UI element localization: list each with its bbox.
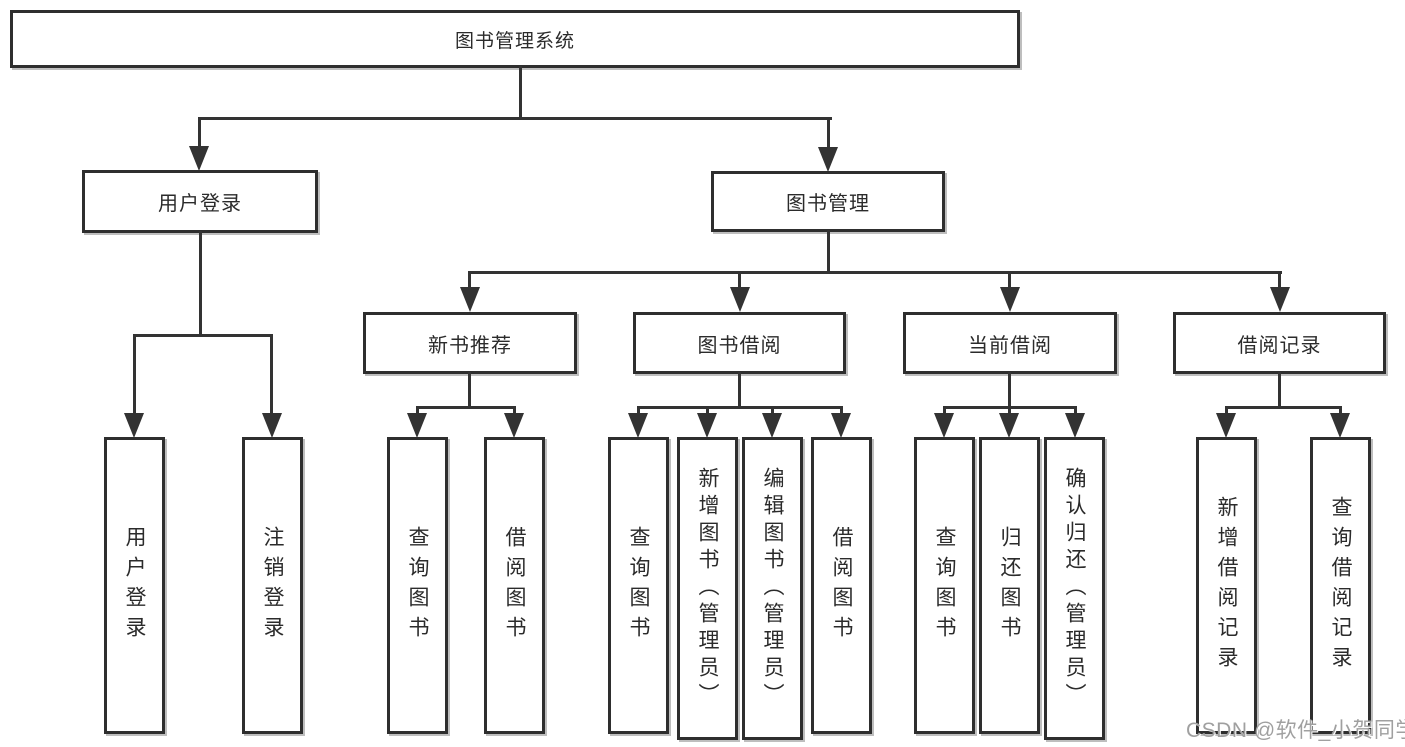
leaf-confirm-return-admin: 确认归还（管理员）	[1044, 437, 1105, 740]
node-label: 图书管理系统	[454, 30, 575, 52]
connector-line	[637, 406, 640, 417]
connector-line	[198, 117, 201, 149]
leaf-logout: 注销登录	[242, 437, 303, 734]
leaf-add-borrow-record: 新增借阅记录	[1196, 437, 1257, 734]
arrow-down-icon	[1000, 287, 1020, 312]
leaf-edit-book-admin: 编辑图书（管理员）	[742, 437, 803, 740]
arrow-down-icon	[628, 413, 648, 438]
arrow-down-icon	[504, 413, 524, 438]
connector-line	[198, 117, 832, 120]
node-label: 用户登录	[123, 525, 146, 646]
node-label: 借阅图书	[830, 525, 853, 646]
arrow-down-icon	[818, 147, 838, 172]
arrow-down-icon	[831, 413, 851, 438]
node-label: 借阅图书	[503, 525, 526, 646]
node-label: 新增图书（管理员）	[696, 467, 719, 710]
connector-line	[1278, 271, 1281, 289]
node-label: 查询图书	[627, 525, 650, 646]
arrow-down-icon	[189, 146, 209, 171]
connector-line	[706, 406, 709, 417]
connector-line	[199, 231, 202, 337]
node-book-management: 图书管理	[711, 171, 945, 232]
connector-line	[469, 271, 1282, 274]
node-label: 当前借阅	[968, 334, 1052, 357]
node-label: 图书管理	[786, 193, 870, 215]
node-label: 新增借阅记录	[1215, 495, 1238, 676]
connector-line	[133, 334, 273, 337]
connector-line	[416, 406, 516, 409]
leaf-return-books: 归还图书	[979, 437, 1040, 734]
node-label: 查询借阅记录	[1329, 495, 1352, 676]
leaf-user-login: 用户登录	[104, 437, 165, 734]
node-new-book-recommendation: 新书推荐	[363, 312, 577, 374]
connector-line	[1074, 406, 1077, 417]
node-label: 借阅记录	[1237, 334, 1322, 357]
connector-line	[1225, 406, 1341, 409]
connector-line	[513, 406, 516, 417]
arrow-down-icon	[1330, 413, 1350, 438]
arrow-down-icon	[460, 287, 480, 312]
node-label: 编辑图书（管理员）	[761, 467, 784, 710]
connector-line	[1278, 372, 1281, 409]
leaf-query-borrow-record: 查询借阅记录	[1310, 437, 1371, 734]
leaf-borrow-books-recommend: 借阅图书	[484, 437, 545, 734]
node-label: 新书推荐	[428, 334, 512, 357]
arrow-down-icon	[999, 413, 1019, 438]
arrow-down-icon	[1270, 287, 1290, 312]
connector-line	[827, 117, 830, 150]
arrow-down-icon	[1216, 413, 1236, 438]
connector-line	[827, 230, 830, 274]
node-borrowing-records: 借阅记录	[1173, 312, 1386, 374]
connector-line	[771, 406, 774, 417]
connector-line	[468, 271, 471, 289]
arrow-down-icon	[1065, 413, 1085, 438]
connector-line	[133, 334, 136, 416]
arrow-down-icon	[762, 413, 782, 438]
node-label: 查询图书	[933, 525, 956, 646]
connector-line	[1339, 406, 1342, 417]
arrow-down-icon	[407, 413, 427, 438]
node-label: 查询图书	[406, 525, 429, 646]
arrow-down-icon	[697, 413, 717, 438]
leaf-borrow-books-borrowing: 借阅图书	[811, 437, 872, 734]
connector-line	[468, 372, 471, 409]
connector-line	[738, 271, 741, 289]
node-label: 确认归还（管理员）	[1063, 467, 1086, 710]
node-book-borrowing: 图书借阅	[633, 312, 846, 374]
arrow-down-icon	[262, 413, 282, 438]
csdn-watermark: CSDN @软件_小贺同学	[1186, 719, 1405, 742]
node-library-management-system: 图书管理系统	[10, 10, 1020, 68]
connector-line	[270, 334, 273, 416]
arrow-down-icon	[730, 287, 750, 312]
leaf-query-books-current: 查询图书	[914, 437, 975, 734]
node-label: 图书借阅	[697, 334, 782, 357]
leaf-query-books-borrowing: 查询图书	[608, 437, 669, 734]
connector-line	[519, 66, 522, 118]
node-user-login: 用户登录	[82, 170, 318, 233]
connector-line	[1008, 372, 1011, 409]
connector-line	[637, 406, 843, 409]
connector-line	[1008, 271, 1011, 289]
node-label: 用户登录	[158, 193, 242, 215]
node-label: 归还图书	[998, 525, 1021, 646]
connector-line	[738, 372, 741, 409]
arrow-down-icon	[124, 413, 144, 438]
leaf-query-books-recommend: 查询图书	[387, 437, 448, 734]
connector-line	[1008, 406, 1011, 417]
node-label: 注销登录	[261, 525, 284, 646]
connector-line	[840, 406, 843, 417]
arrow-down-icon	[934, 413, 954, 438]
node-current-borrowing: 当前借阅	[903, 312, 1117, 374]
connector-line	[943, 406, 946, 417]
connector-line	[416, 406, 419, 417]
leaf-add-book-admin: 新增图书（管理员）	[677, 437, 738, 740]
connector-line	[1225, 406, 1228, 417]
